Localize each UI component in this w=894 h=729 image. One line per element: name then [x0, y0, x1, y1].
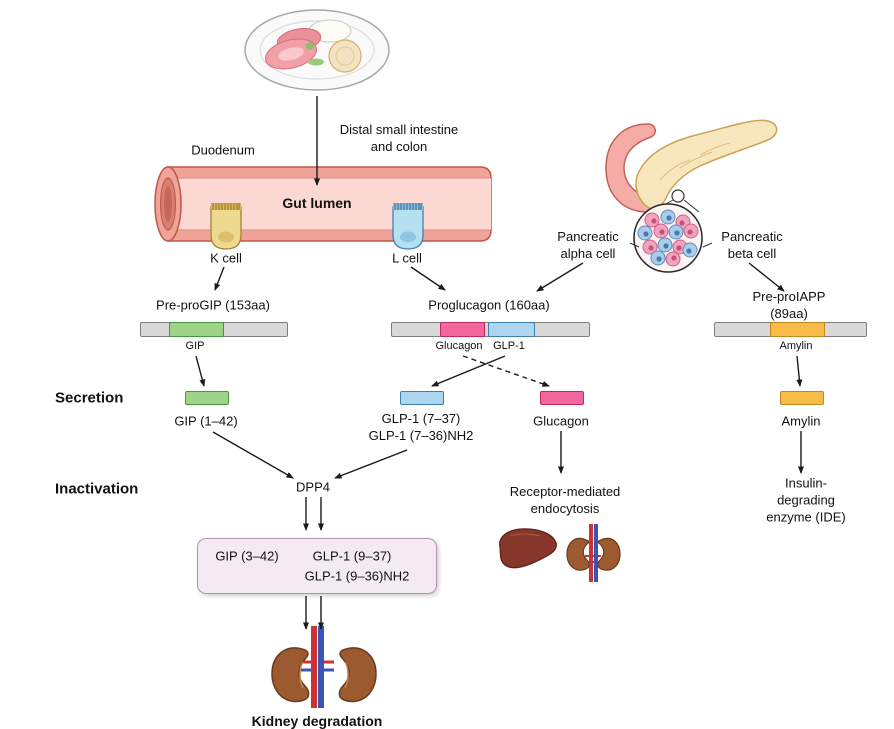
proglucagon-bar	[391, 322, 590, 337]
pre-progip-bar	[140, 322, 288, 337]
distal-intestine-label: Distal small intestine and colon	[339, 122, 459, 154]
ide-label: Insulin-degrading enzyme (IDE)	[766, 475, 846, 525]
glp1-product-a-label: GLP-1 (9–37)	[312, 548, 392, 564]
arrow-glucagon-secretion-dashed	[462, 355, 550, 387]
degradation-products-box	[197, 538, 437, 594]
proglucagon-title: Proglucagon (160aa)	[428, 297, 550, 313]
kidney-icon-large	[271, 626, 377, 708]
food-plate-illustration	[244, 9, 390, 91]
l-cell-label: L cell	[392, 250, 422, 266]
arrow-glp1-secretion	[431, 355, 506, 387]
islet-inset-illustration	[629, 203, 713, 273]
k-cell-illustration	[210, 203, 242, 250]
gip-product-label: GIP (3–42)	[215, 548, 279, 564]
alpha-leader-line	[629, 242, 640, 248]
liver-icon	[499, 528, 557, 569]
glucagon-secreted-bar	[540, 391, 584, 405]
glucagon-segment	[440, 322, 485, 337]
secretion-stage-label: Secretion	[55, 389, 124, 407]
arrow-lcell-to-proglucagon	[410, 266, 446, 291]
gut-lumen-label: Gut lumen	[282, 194, 352, 211]
glucagon-segment-label: Glucagon	[435, 339, 483, 352]
inactivation-stage-label: Inactivation	[55, 480, 139, 498]
kidney-icon-small	[566, 524, 621, 582]
glp1-secreted-bar	[400, 391, 444, 405]
l-cell-illustration	[392, 203, 424, 250]
glp1-product-b-label: GLP-1 (9–36)NH2	[304, 568, 410, 584]
gip-segment-label: GIP	[185, 339, 205, 352]
gip-secreted-label: GIP (1–42)	[174, 413, 238, 429]
amylin-segment-label: Amylin	[779, 339, 813, 352]
arrow-alpha-to-proglucagon	[536, 262, 584, 292]
k-cell-label: K cell	[210, 250, 242, 266]
beta-leader-line	[702, 242, 713, 248]
gut-tube-illustration	[154, 166, 492, 242]
glp1-segment-label: GLP-1	[493, 339, 525, 352]
kidney-degradation-label: Kidney degradation	[251, 712, 383, 729]
pancreatic-alpha-cell-label: Pancreatic alpha cell	[557, 229, 619, 261]
arrow-kcell-to-progip	[214, 266, 225, 291]
amylin-segment	[770, 322, 825, 337]
arrow-amylin-secretion	[796, 355, 803, 387]
gip-secreted-bar	[185, 391, 229, 405]
pre-progip-title: Pre-proGIP (153aa)	[156, 297, 270, 313]
pancreas-illustration	[605, 119, 778, 219]
glp1-secreted-label: GLP-1 (7–37) GLP-1 (7–36)NH2	[368, 411, 474, 443]
pre-proiapp-bar	[714, 322, 867, 337]
pre-proiapp-title: Pre-proIAPP (89aa)	[752, 289, 826, 321]
glp1-segment	[488, 322, 535, 337]
endocytosis-label: Receptor-mediated endocytosis	[509, 484, 621, 516]
arrow-gip-to-dpp4	[212, 431, 294, 479]
arrow-glp1-to-dpp4	[334, 449, 408, 479]
gip-segment	[169, 322, 224, 337]
glucagon-secreted-label: Glucagon	[533, 413, 589, 429]
arrow-gip-secretion	[195, 355, 206, 387]
pancreatic-beta-cell-label: Pancreatic beta cell	[721, 229, 783, 261]
dpp4-label: DPP4	[296, 479, 330, 495]
amylin-secreted-bar	[780, 391, 824, 405]
duodenum-label: Duodenum	[191, 142, 255, 158]
amylin-secreted-label: Amylin	[781, 413, 821, 429]
arrow-beta-to-proiapp	[748, 262, 785, 292]
